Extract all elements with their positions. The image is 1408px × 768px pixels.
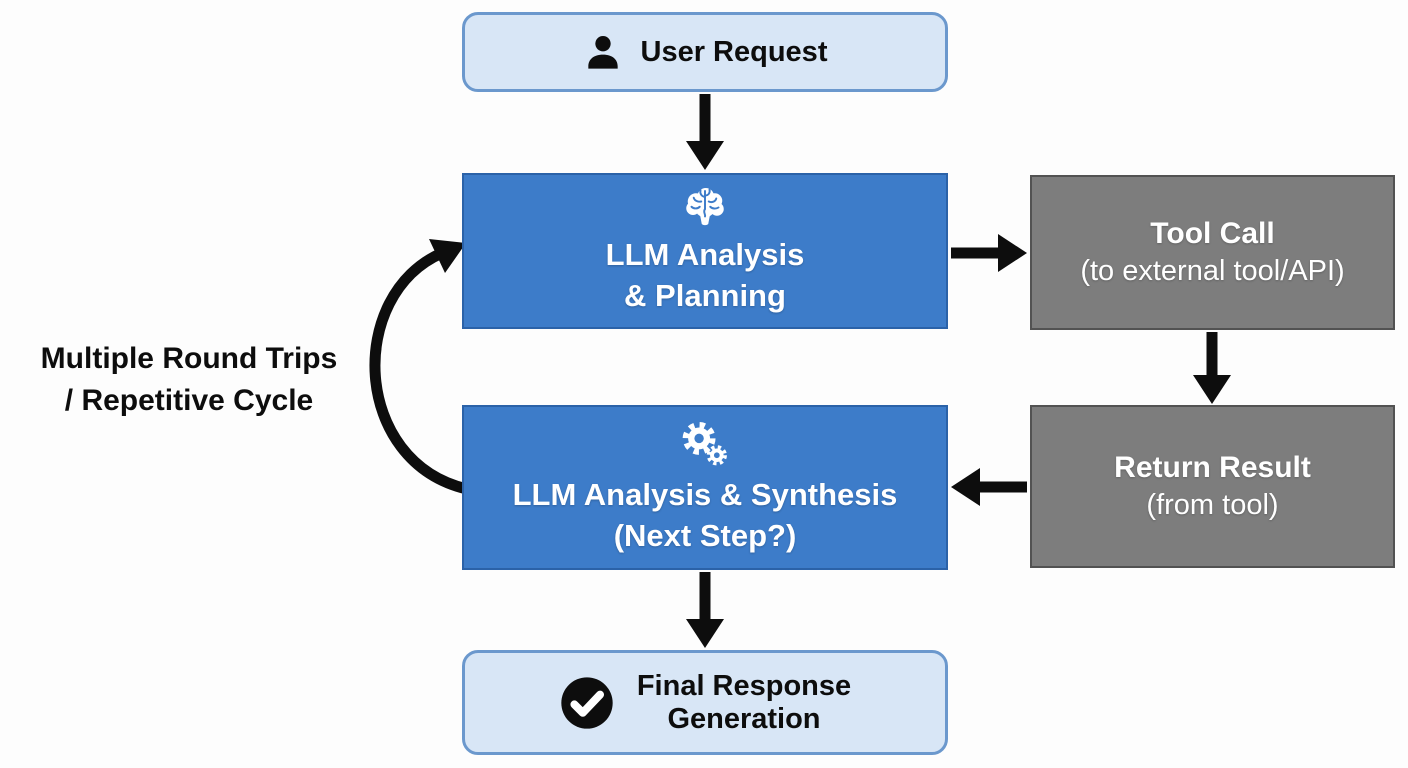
node-llm-planning-line1: LLM Analysis [605,237,805,273]
arrow-user-to-planning [686,94,724,170]
check-icon [559,675,615,731]
node-llm-synthesis-line2: (Next Step?) [613,517,797,553]
arrow-planning-to-tool-call [951,234,1027,272]
node-final-response: Final Response Generation [462,650,948,755]
arrow-loop-synthesis-to-planning [369,239,473,495]
node-llm-planning-line2: & Planning [624,278,786,313]
loop-label-line2: / Repetitive Cycle [64,384,314,417]
loop-label-line1: Multiple Round Trips [40,342,338,375]
node-return-result-title: Return Result [1114,451,1311,485]
node-llm-synthesis-line1: LLM Analysis & Synthesis [512,477,898,513]
node-user-request: User Request [462,12,948,92]
loop-label: Multiple Round Trips / Repetitive Cycle [0,338,378,422]
node-llm-planning: LLM Analysis & Planning [462,173,948,329]
node-llm-planning-label: LLM Analysis & Planning [606,235,805,317]
node-final-response-line2: Generation [667,702,821,735]
node-return-result: Return Result (from tool) [1030,405,1395,568]
arrow-tool-call-to-return-result [1193,332,1231,404]
node-llm-synthesis-label: LLM Analysis & Synthesis (Next Step?) [513,475,898,556]
node-final-response-label: Final Response Generation [637,670,851,736]
user-icon [583,32,623,72]
arrow-synthesis-to-final [686,572,724,648]
node-return-result-subtitle: (from tool) [1146,489,1279,522]
node-final-response-line1: Final Response [636,669,852,702]
node-user-request-label: User Request [640,35,828,68]
node-tool-call-title: Tool Call [1150,217,1275,251]
node-tool-call: Tool Call (to external tool/API) [1030,175,1395,330]
arrow-return-result-to-synthesis [951,468,1027,506]
brain-icon [679,185,731,235]
gears-icon [676,419,734,475]
node-llm-synthesis: LLM Analysis & Synthesis (Next Step?) [462,405,948,570]
node-tool-call-subtitle: (to external tool/API) [1080,255,1345,288]
